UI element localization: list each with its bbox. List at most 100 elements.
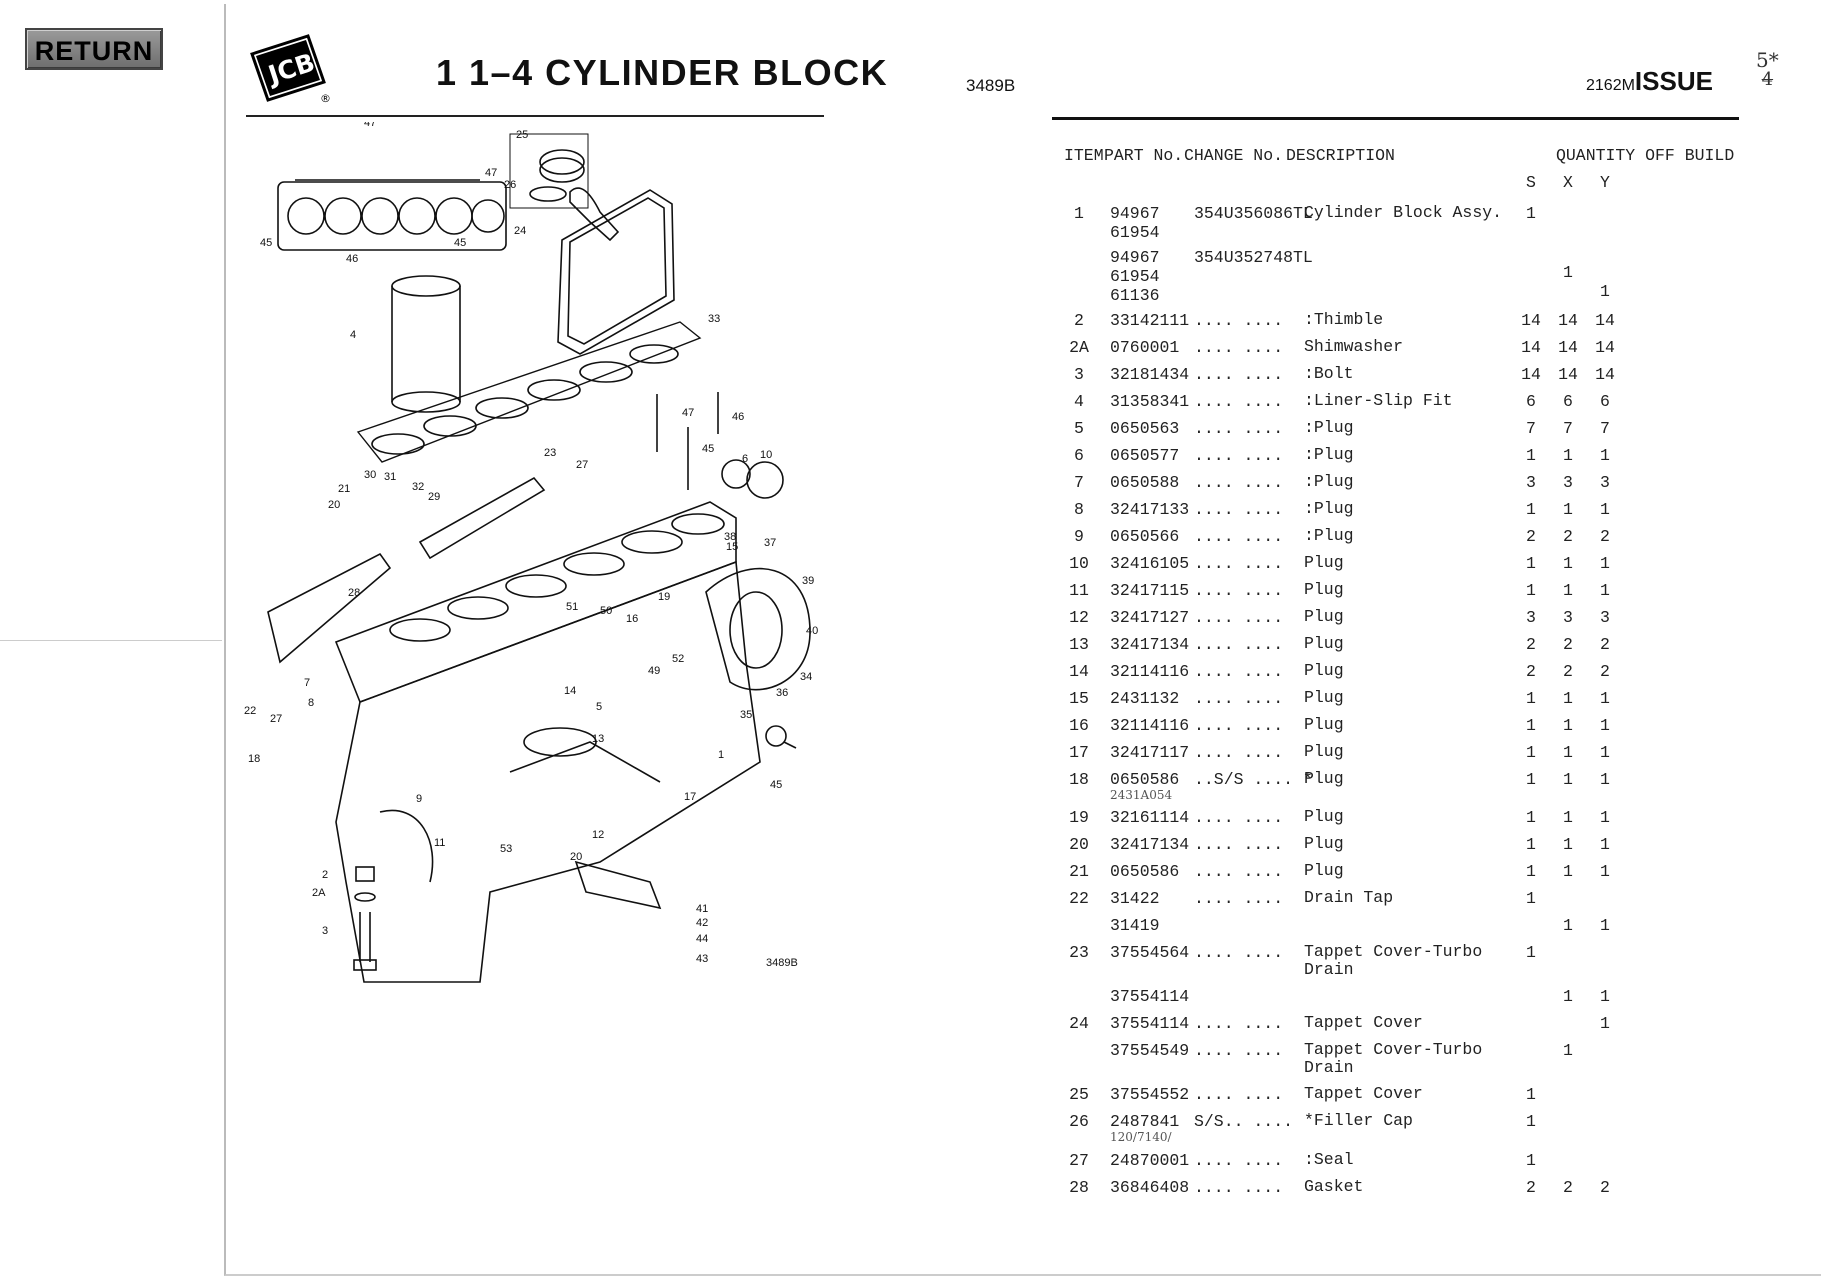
callout-50: 49 xyxy=(648,665,660,677)
description: Tappet Cover xyxy=(1304,1014,1423,1032)
qty-s: 14 xyxy=(1521,338,1541,357)
side-covers xyxy=(267,476,546,664)
callout-35: 34 xyxy=(800,671,812,683)
part-numbers: 32161114 xyxy=(1110,808,1189,827)
part-number: 94967 xyxy=(1110,204,1160,223)
filler-cap xyxy=(509,133,589,209)
qty-s: 1 xyxy=(1526,808,1536,828)
description-line: :Plug xyxy=(1304,445,1354,464)
callout-32: 31 xyxy=(384,471,396,483)
callout-51: 50 xyxy=(600,605,612,617)
qty-y: 1 xyxy=(1600,554,1610,573)
head-gasket-plan xyxy=(277,179,507,251)
callout-10: 10 xyxy=(760,449,772,461)
description-line: :Bolt xyxy=(1304,364,1354,383)
item-number: 1 xyxy=(1074,204,1084,223)
part-number: 32416105 xyxy=(1110,554,1190,573)
callout-26: 25 xyxy=(516,129,528,141)
change-number: .... .... xyxy=(1194,500,1284,519)
issue-new: 5* xyxy=(1756,48,1779,72)
part-numbers: 31358341 xyxy=(1110,392,1189,411)
qty-x: 2 xyxy=(1563,662,1573,681)
callout-4: 4 xyxy=(350,329,356,341)
part-numbers: 31419 xyxy=(1110,916,1160,935)
qty-s: 1 xyxy=(1526,943,1536,963)
callout-7: 7 xyxy=(304,677,310,689)
callout-47b: 45 xyxy=(454,237,466,249)
qty-y: 1 xyxy=(1600,808,1610,828)
part-numbers: 32181434 xyxy=(1110,365,1189,384)
callout-8: 8 xyxy=(308,697,314,709)
item-number: 5 xyxy=(1074,419,1084,438)
description-line-2: Drain xyxy=(1304,1058,1354,1078)
part-numbers: 37554564 xyxy=(1110,943,1189,962)
qty-s: 1 xyxy=(1526,446,1536,465)
change-number: .... .... xyxy=(1194,1177,1284,1197)
callout-23: 22 xyxy=(244,705,256,717)
callout-11: 11 xyxy=(434,837,445,849)
description: Plug xyxy=(1304,635,1344,653)
part-number: 0760001 xyxy=(1110,338,1180,357)
qty-s: 1 xyxy=(1526,770,1536,789)
page-title: 1 1–4 CYLINDER BLOCK xyxy=(436,52,889,93)
qty-x: 2 xyxy=(1563,1177,1573,1197)
item-number: 19 xyxy=(1069,808,1089,828)
description: Plug xyxy=(1304,835,1344,853)
callout-47c: 45 xyxy=(702,443,714,455)
change-number: .... .... xyxy=(1194,808,1284,828)
description-line: Gasket xyxy=(1304,1176,1364,1196)
description: :Plug xyxy=(1304,473,1354,491)
callout-34: 33 xyxy=(708,313,720,325)
header-x: X xyxy=(1563,173,1573,192)
change-number: .... .... xyxy=(1194,1014,1284,1034)
description-line: Drain Tap xyxy=(1304,888,1394,908)
description-line: Tappet Cover xyxy=(1304,1084,1423,1104)
qty-x: 1 xyxy=(1563,716,1573,735)
change-number: .... .... xyxy=(1194,392,1284,411)
part-numbers: 32417134 xyxy=(1110,835,1189,854)
return-button[interactable]: RETURN xyxy=(25,28,163,70)
callout-28: 27 xyxy=(576,459,588,471)
item-number: 9 xyxy=(1074,527,1084,546)
item-number: 28 xyxy=(1069,1177,1089,1197)
change-number: .... .... xyxy=(1194,554,1284,573)
callout-44: 43 xyxy=(696,953,708,965)
change-number: 354U352748TL xyxy=(1194,248,1313,267)
description-line: :Liner-Slip Fit xyxy=(1304,391,1453,410)
part-number: 37554114 xyxy=(1110,1014,1190,1034)
qty-y: 2 xyxy=(1600,662,1610,681)
callout-37: 36 xyxy=(776,687,788,699)
callout-21: 20 xyxy=(328,499,340,511)
qty-x: 7 xyxy=(1563,419,1573,438)
header-part: PART No. xyxy=(1104,146,1184,165)
qty-x: 14 xyxy=(1558,365,1578,384)
issue-label: ISSUE xyxy=(1634,66,1713,96)
qty-y: 1 xyxy=(1600,716,1610,735)
description: *Filler Cap xyxy=(1304,1112,1413,1130)
description-line: Plug xyxy=(1304,688,1344,707)
change-number: .... .... xyxy=(1194,743,1284,762)
part-numbers: 32114116 xyxy=(1110,662,1189,681)
qty-y: 1 xyxy=(1600,446,1610,465)
header-quantity: QUANTITY OFF BUILD xyxy=(1556,146,1735,165)
issue-block: 2162MISSUE xyxy=(1586,66,1713,97)
qty-y: 3 xyxy=(1600,473,1610,492)
callout-33: 32 xyxy=(412,481,424,493)
part-number: 2487841 xyxy=(1110,1112,1180,1132)
change-number: .... .... xyxy=(1194,835,1284,855)
part-number: 0650586 xyxy=(1110,770,1180,789)
callout-15: 15 xyxy=(726,541,738,553)
qty-s: 1 xyxy=(1526,1150,1536,1170)
item-number: 15 xyxy=(1069,689,1089,708)
callout-30: 29 xyxy=(428,491,440,503)
qty-s: 1 xyxy=(1526,743,1536,762)
description-line-2: Drain xyxy=(1304,960,1354,980)
change-number: .... .... xyxy=(1194,338,1284,357)
part-numbers: 2431132 xyxy=(1110,689,1179,708)
qty-y: 1 xyxy=(1600,581,1610,600)
part-numbers: 32416105 xyxy=(1110,554,1189,573)
callout-5: 5 xyxy=(596,701,602,713)
description-line: Plug xyxy=(1304,661,1344,680)
callout-46: 45 xyxy=(770,779,782,791)
